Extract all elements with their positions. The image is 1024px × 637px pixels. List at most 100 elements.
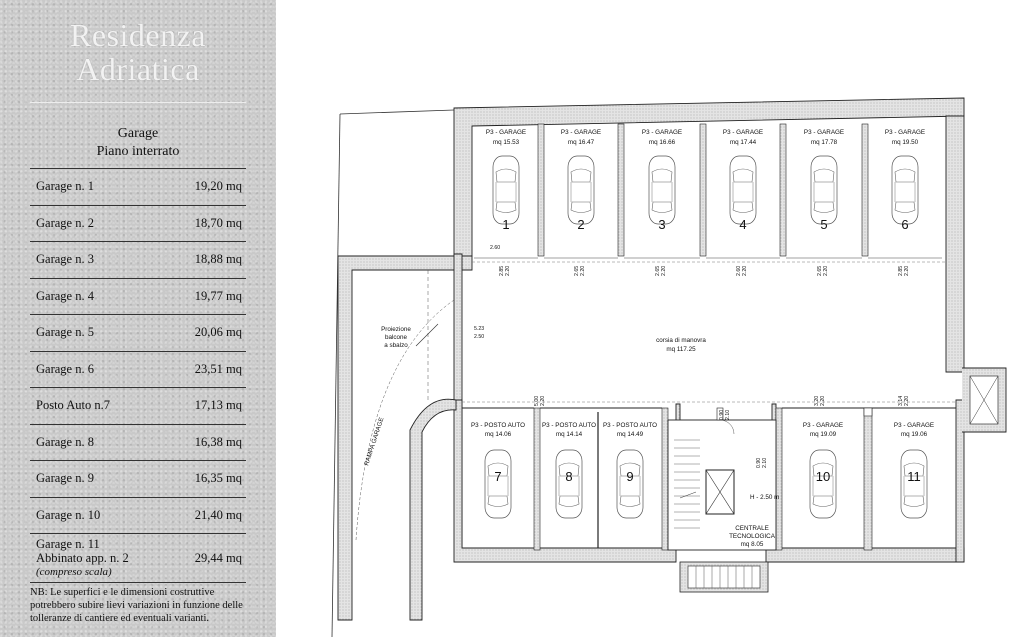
brand-title: Residenza Adriatica (28, 18, 248, 86)
table-row: Garage n. 11 Abbinato app. n. 2 (compres… (30, 533, 246, 583)
lift-height: H - 2.50 m (750, 494, 779, 501)
unit-label: P3 - POSTO AUTO (471, 422, 525, 429)
unit-label: P3 - GARAGE (486, 129, 526, 136)
table-row: Garage n. 5 20,06 mq (30, 314, 246, 351)
car-icon (729, 155, 757, 225)
unit-number: 6 (901, 217, 908, 232)
table-row: Garage n. 3 18,88 mq (30, 241, 246, 278)
garage-name: Garage n. 1 (36, 179, 94, 193)
garage-area: 18,70 mq (194, 215, 242, 230)
table-row: Garage n. 9 16,35 mq (30, 460, 246, 497)
garage-name: Garage n. 5 (36, 325, 94, 339)
garage-name: Garage n. 3 (36, 252, 94, 266)
dimension-label: 2.20 (540, 396, 546, 406)
garage-area: 23,51 mq (194, 361, 242, 376)
garage-area: 16,35 mq (194, 471, 242, 485)
unit-area: mq 17.44 (730, 139, 757, 146)
unit-label: P3 - POSTO AUTO (603, 422, 657, 429)
car-icon (484, 449, 512, 519)
partition-wall (779, 123, 787, 257)
unit-label: P3 - GARAGE (723, 129, 763, 136)
unit-number: 8 (565, 469, 572, 484)
stair-lift-core (667, 407, 873, 593)
unit-number: 1 (502, 217, 509, 232)
dimension-label: 2.20 (904, 396, 910, 406)
divider (30, 102, 246, 103)
section-title-line-1: Garage (117, 126, 159, 141)
partition-wall (537, 123, 545, 257)
garage-name: Garage n. 11 Abbinato app. n. 2 (compres… (36, 537, 129, 579)
car-icon (891, 155, 919, 225)
site-boundary-line (331, 113, 341, 637)
disclaimer-note: NB: Le superfici e le dimensioni costrut… (30, 587, 243, 624)
garage-name: Garage n. 6 (36, 361, 94, 376)
unit-label: P3 - GARAGE (803, 422, 843, 429)
car-icon (900, 449, 928, 519)
garage-area: 21,40 mq (194, 507, 242, 522)
garage-name: Garage n. 9 (36, 471, 94, 485)
unit-number: 4 (739, 217, 746, 232)
car-icon (810, 155, 838, 225)
garage-name: Garage n. 8 (36, 434, 94, 449)
dimension-label: 2.60 (736, 266, 742, 276)
garage-area: 18,88 mq (194, 252, 242, 266)
ramp-label: RAMPA GARAGE (363, 417, 385, 467)
brand-line-2: Adriatica (76, 51, 200, 87)
dimension-label: 2.65 (574, 266, 580, 276)
garage-name-line-1: Garage n. 11 (36, 537, 100, 551)
tech-room-label-1: CENTRALE (735, 525, 769, 532)
dimension-label: 2.20 (904, 266, 910, 276)
unit-number: 11 (907, 469, 921, 484)
dimension-label: 2.65 (655, 266, 661, 276)
unit-label: P3 - GARAGE (642, 129, 682, 136)
partition-wall (699, 123, 707, 257)
garage-name: Garage n. 4 (36, 288, 94, 303)
car-icon (567, 155, 595, 225)
unit-area: mq 19.09 (810, 431, 837, 438)
dimension-label: 2.60 (490, 245, 500, 251)
section-title: Garage Piano interrato (30, 125, 246, 161)
unit-number: 3 (658, 217, 665, 232)
partition-wall (861, 123, 869, 257)
garage-area: 20,06 mq (194, 325, 242, 339)
dimension-label: 2.20 (820, 396, 826, 406)
projection-label-1: Proiezione (381, 326, 411, 333)
unit-area: mq 17.78 (811, 139, 838, 146)
left-dimension-1: 5.23 (474, 326, 484, 332)
dimension-label: 2.10 (762, 458, 768, 468)
car-icon (809, 449, 837, 519)
aisle-area: mq 117.25 (666, 346, 696, 353)
car-icon (648, 155, 676, 225)
unit-number: 7 (494, 469, 501, 484)
dimension-label: 0.90 (756, 458, 762, 468)
unit-label: P3 - GARAGE (894, 422, 934, 429)
unit-number: 10 (816, 469, 830, 484)
dimension-label: 2.20 (823, 266, 829, 276)
dimension-label: 2.65 (817, 266, 823, 276)
unit-area: mq 16.66 (649, 139, 676, 146)
dimension-label: 2.85 (898, 266, 904, 276)
projection-label-2: balcone (385, 334, 408, 341)
info-panel: Residenza Adriatica Garage Piano interra… (0, 0, 276, 637)
car-icon (616, 449, 644, 519)
projection-label-3: a sbalzo (384, 342, 408, 349)
parking-unit-10: P3 - GARAGE mq 19.09 10 (803, 422, 843, 519)
car-icon (492, 155, 520, 225)
dimension-label: 2.20 (742, 266, 748, 276)
unit-label: P3 - GARAGE (885, 129, 925, 136)
unit-area: mq 16.47 (568, 139, 595, 146)
